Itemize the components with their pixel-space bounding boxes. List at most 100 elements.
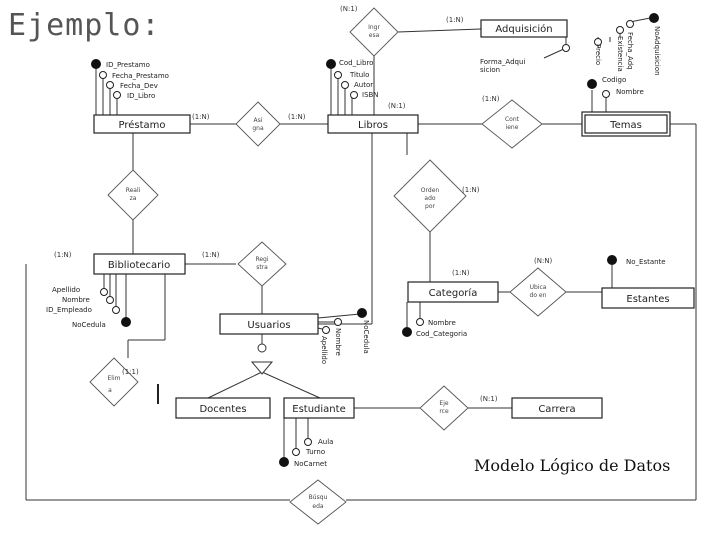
entity-docentes[interactable]: Docentes <box>175 397 271 419</box>
svg-text:ado: ado <box>424 195 435 202</box>
svg-text:Existencia: Existencia <box>616 36 624 72</box>
entity-usuarios[interactable]: Usuarios <box>219 313 319 335</box>
svg-text:Reali: Reali <box>126 187 141 194</box>
page-title: Ejemplo: <box>8 8 161 43</box>
entity-estantes[interactable]: Estantes <box>601 287 695 309</box>
attributes-estantes: No_Estante <box>607 255 666 266</box>
svg-text:Temas: Temas <box>609 120 642 131</box>
attributes-libros: Cod_Libro Titulo Autor ISBN <box>326 59 379 99</box>
svg-text:sicion: sicion <box>480 66 500 74</box>
svg-text:Categoría: Categoría <box>429 287 478 299</box>
svg-text:a: a <box>108 387 112 394</box>
svg-text:Nombre: Nombre <box>428 319 456 327</box>
attributes-usuarios: NoCedula Nombre Apellido <box>320 308 370 364</box>
relation-busqueda[interactable]: Búsqu eda <box>289 479 347 525</box>
svg-text:Orden: Orden <box>421 187 440 194</box>
svg-text:Bibliotecario: Bibliotecario <box>108 260 170 271</box>
svg-text:Docentes: Docentes <box>199 404 246 415</box>
svg-text:eda: eda <box>312 503 324 510</box>
svg-text:(N:1): (N:1) <box>340 5 358 13</box>
attributes-prestamo: ID_Prestamo Fecha_Prestamo Fecha_Dev ID_… <box>91 59 169 100</box>
svg-text:Aula: Aula <box>318 438 333 446</box>
attributes-estudiante: Aula Turno NoCarnet <box>279 438 333 468</box>
svg-text:Ingr: Ingr <box>368 24 380 31</box>
svg-text:gna: gna <box>252 125 264 132</box>
relation-contiene[interactable]: Cont iene <box>481 99 543 149</box>
svg-text:NoAdquisicion: NoAdquisicion <box>653 26 661 76</box>
svg-text:Turno: Turno <box>305 448 325 456</box>
svg-text:NoCarnet: NoCarnet <box>294 460 327 468</box>
entity-prestamo[interactable]: Préstamo <box>93 114 191 134</box>
svg-text:do en: do en <box>530 292 547 299</box>
svg-text:stra: stra <box>256 264 268 271</box>
svg-text:(1:N): (1:N) <box>192 113 210 121</box>
svg-text:Nombre: Nombre <box>334 328 342 356</box>
svg-text:Forma_Adqui: Forma_Adqui <box>480 58 525 66</box>
svg-text:(N:1): (N:1) <box>480 395 498 403</box>
svg-text:ID_Prestamo: ID_Prestamo <box>106 61 150 69</box>
svg-text:Adquisición: Adquisición <box>495 23 552 35</box>
svg-text:ISBN: ISBN <box>362 91 379 99</box>
svg-text:Nombre: Nombre <box>616 88 644 96</box>
svg-text:(N:N): (N:N) <box>534 257 553 265</box>
svg-text:Regi: Regi <box>255 256 268 263</box>
svg-text:Apellido: Apellido <box>52 286 80 294</box>
relation-elimina[interactable]: Elim a <box>89 357 139 407</box>
svg-text:ID_Empleado: ID_Empleado <box>46 306 92 314</box>
svg-text:Libros: Libros <box>358 120 388 131</box>
entity-temas[interactable]: Temas <box>581 111 671 137</box>
entity-categoria[interactable]: Categoría <box>407 281 499 303</box>
svg-text:za: za <box>130 195 137 202</box>
attributes-categoria: Nombre Cod_Categoria <box>402 318 467 338</box>
relation-realiza[interactable]: Reali za <box>107 169 159 221</box>
attributes-bibliotecario: Apellido Nombre ID_Empleado NoCedula <box>46 286 131 329</box>
svg-text:Fecha_Prestamo: Fecha_Prestamo <box>112 72 169 80</box>
svg-text:(1:N): (1:N) <box>202 251 220 259</box>
entity-libros[interactable]: Libros <box>327 114 419 134</box>
svg-text:Préstamo: Préstamo <box>118 119 165 131</box>
svg-text:Elim: Elim <box>108 375 121 382</box>
svg-text:Eje: Eje <box>439 400 448 407</box>
svg-text:(1:N): (1:N) <box>54 251 72 259</box>
svg-text:iene: iene <box>506 124 519 131</box>
entity-bibliotecario[interactable]: Bibliotecario <box>93 253 186 275</box>
svg-text:Usuarios: Usuarios <box>247 320 290 331</box>
relation-ejerce[interactable]: Eje rce <box>419 385 469 431</box>
svg-text:ID_Libro: ID_Libro <box>127 92 155 100</box>
svg-text:Codigo: Codigo <box>602 76 626 84</box>
entity-adquisicion[interactable]: Adquisición <box>480 19 568 38</box>
svg-text:por: por <box>425 203 435 210</box>
svg-text:(1:N): (1:N) <box>288 113 306 121</box>
attributes-temas: Codigo Nombre <box>587 76 644 98</box>
svg-text:Precio: Precio <box>594 44 602 65</box>
relation-ubicado-en[interactable]: Ubica do en <box>509 267 567 317</box>
svg-text:Cont: Cont <box>505 116 520 123</box>
svg-text:Búsqu: Búsqu <box>309 494 328 501</box>
relation-registra[interactable]: Regi stra <box>237 241 287 287</box>
svg-text:Fecha_Adq: Fecha_Adq <box>626 32 634 70</box>
svg-text:(1:N): (1:N) <box>446 16 464 24</box>
svg-text:(1:N): (1:N) <box>462 186 480 194</box>
svg-text:Nombre: Nombre <box>62 296 90 304</box>
svg-text:(1:1): (1:1) <box>122 368 139 376</box>
svg-text:Asi: Asi <box>254 117 263 124</box>
svg-text:rce: rce <box>439 408 449 415</box>
entity-carrera[interactable]: Carrera <box>511 397 603 419</box>
svg-text:(1:N): (1:N) <box>452 269 470 277</box>
svg-text:Estudiante: Estudiante <box>292 404 345 415</box>
svg-text:Estantes: Estantes <box>626 294 669 305</box>
svg-text:NoCedula: NoCedula <box>362 320 370 354</box>
relation-ingresa[interactable]: Ingr esa <box>349 7 399 57</box>
svg-text:Apellido: Apellido <box>320 336 328 364</box>
svg-text:Carrera: Carrera <box>538 404 575 415</box>
svg-text:(N:1): (N:1) <box>388 102 406 110</box>
svg-text:Autor: Autor <box>354 81 373 89</box>
svg-text:NoCedula: NoCedula <box>72 321 106 329</box>
relation-asigna[interactable]: Asi gna <box>235 101 281 147</box>
svg-text:Titulo: Titulo <box>349 71 369 79</box>
relation-ordenado-por[interactable]: Orden ado por <box>393 159 467 233</box>
svg-text:Cod_Categoria: Cod_Categoria <box>416 330 467 338</box>
entity-estudiante[interactable]: Estudiante <box>283 397 355 419</box>
svg-text:Cod_Libro: Cod_Libro <box>339 59 373 67</box>
